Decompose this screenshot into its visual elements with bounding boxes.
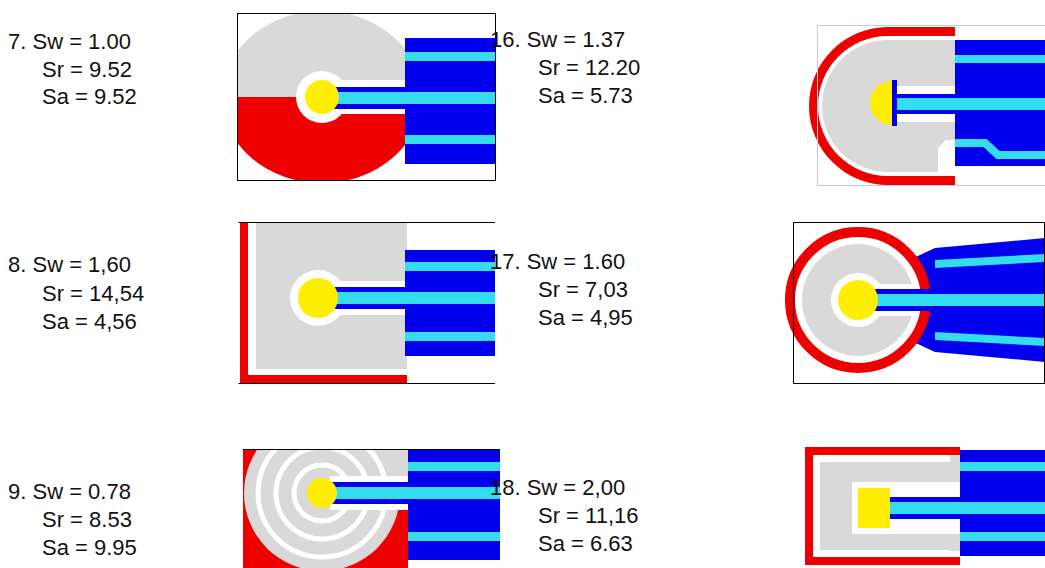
label-line: Sa = 9.52 [42,84,137,110]
parameter-value: Sr = 12.20 [538,55,640,80]
parameter-value: Sr = 7,03 [538,277,628,302]
label-line: Sa = 4,95 [538,305,633,331]
parameter-value: Sr = 8.53 [42,507,132,532]
label-line: Sr = 8.53 [42,507,132,533]
label-line: Sa = 4,56 [42,309,137,335]
label-line: Sr = 14,54 [42,281,144,307]
antenna-18 [805,447,1045,565]
antenna-9 [243,449,500,568]
label-line: 9. Sw = 0.78 [8,479,131,505]
antenna-16 [809,26,1045,186]
parameter-value: Sa = 9.95 [42,535,137,560]
label-line: Sa = 9.95 [42,535,137,561]
label-line: 17. Sw = 1.60 [490,249,625,275]
parameter-value: Sr = 9.52 [42,57,132,82]
parameter-value: Sa = 9.52 [42,84,137,109]
label-line: 18. Sw = 2,00 [490,475,625,501]
parameter-value: Sa = 5.73 [538,83,633,108]
parameter-value: 16. Sw = 1.37 [490,27,625,52]
parameter-value: 18. Sw = 2,00 [490,475,625,500]
antenna-17 [790,223,1045,384]
parameter-value: 9. Sw = 0.78 [8,479,131,504]
label-line: Sr = 7,03 [538,277,628,303]
parameter-value: Sr = 11,16 [538,503,639,528]
parameter-value: Sr = 14,54 [42,281,144,306]
label-line: Sr = 11,16 [538,503,639,529]
label-line: 7. Sw = 1.00 [8,29,131,55]
parameter-value: 17. Sw = 1.60 [490,249,625,274]
parameter-value: 8. Sw = 1,60 [8,252,131,277]
label-line: Sr = 12.20 [538,55,640,81]
parameter-value: 7. Sw = 1.00 [8,29,131,54]
parameter-value: Sa = 4,95 [538,305,633,330]
parameter-value: Sa = 6.63 [538,531,633,556]
label-line: Sa = 6.63 [538,531,633,557]
label-line: 8. Sw = 1,60 [8,252,131,278]
antenna-7 [222,11,496,183]
label-line: Sr = 9.52 [42,57,132,83]
label-line: 16. Sw = 1.37 [490,27,625,53]
antenna-8 [239,222,496,384]
label-line: Sa = 5.73 [538,83,633,109]
parameter-value: Sa = 4,56 [42,309,137,334]
